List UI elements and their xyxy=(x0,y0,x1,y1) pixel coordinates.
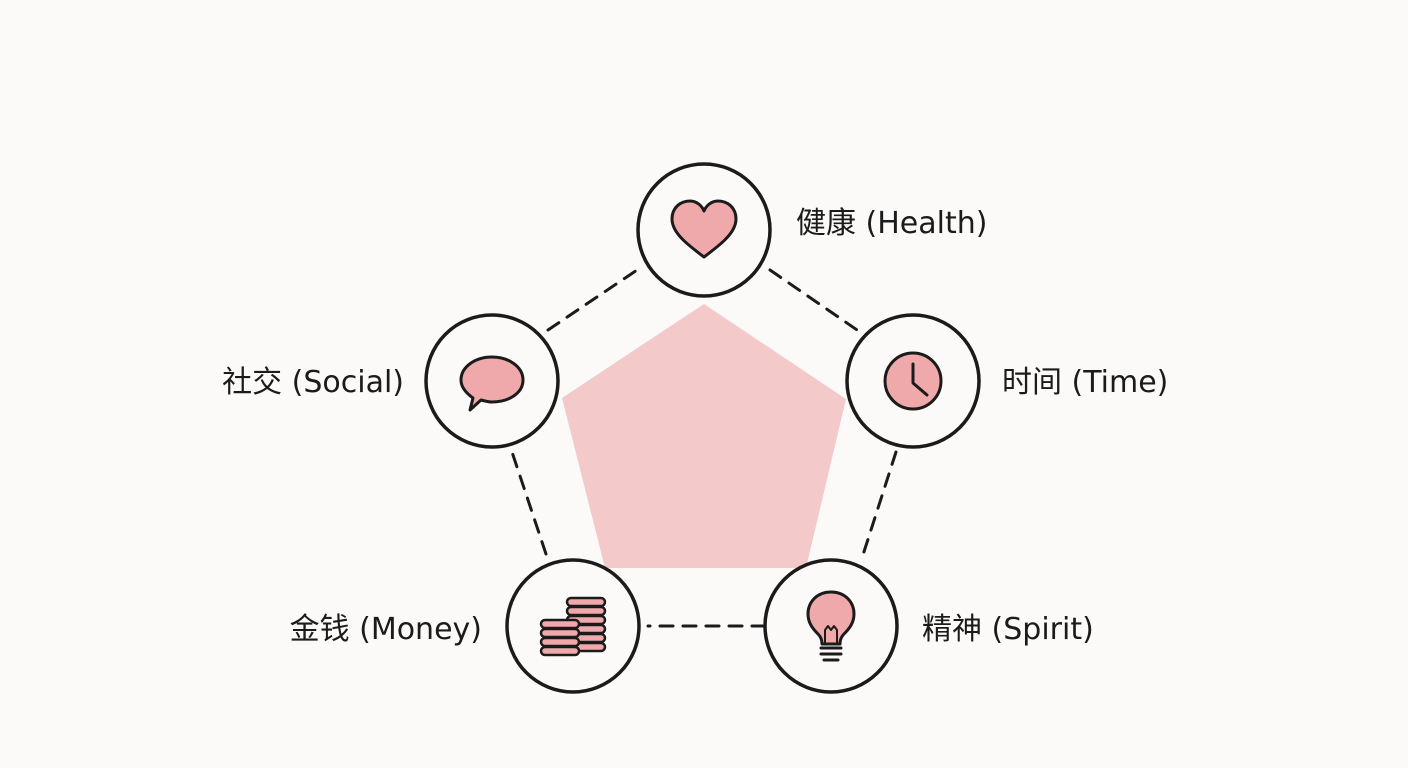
heart-icon xyxy=(670,199,738,259)
label-time: 时间 (Time) xyxy=(1002,365,1168,400)
connector-time-spirit xyxy=(860,450,898,560)
connector-health-time xyxy=(768,268,862,334)
speech-bubble-icon xyxy=(459,355,525,412)
clock-icon xyxy=(883,351,943,411)
center-pentagon xyxy=(562,304,846,568)
label-health: 健康 (Health) xyxy=(796,206,987,241)
label-spirit: 精神 (Spirit) xyxy=(922,612,1094,647)
lightbulb-icon xyxy=(806,590,856,662)
label-money: 金钱 (Money) xyxy=(290,612,482,647)
connector-social-health xyxy=(546,266,642,332)
coins-icon xyxy=(539,596,607,657)
connector-money-social xyxy=(510,450,548,556)
label-social: 社交 (Social) xyxy=(222,365,404,400)
